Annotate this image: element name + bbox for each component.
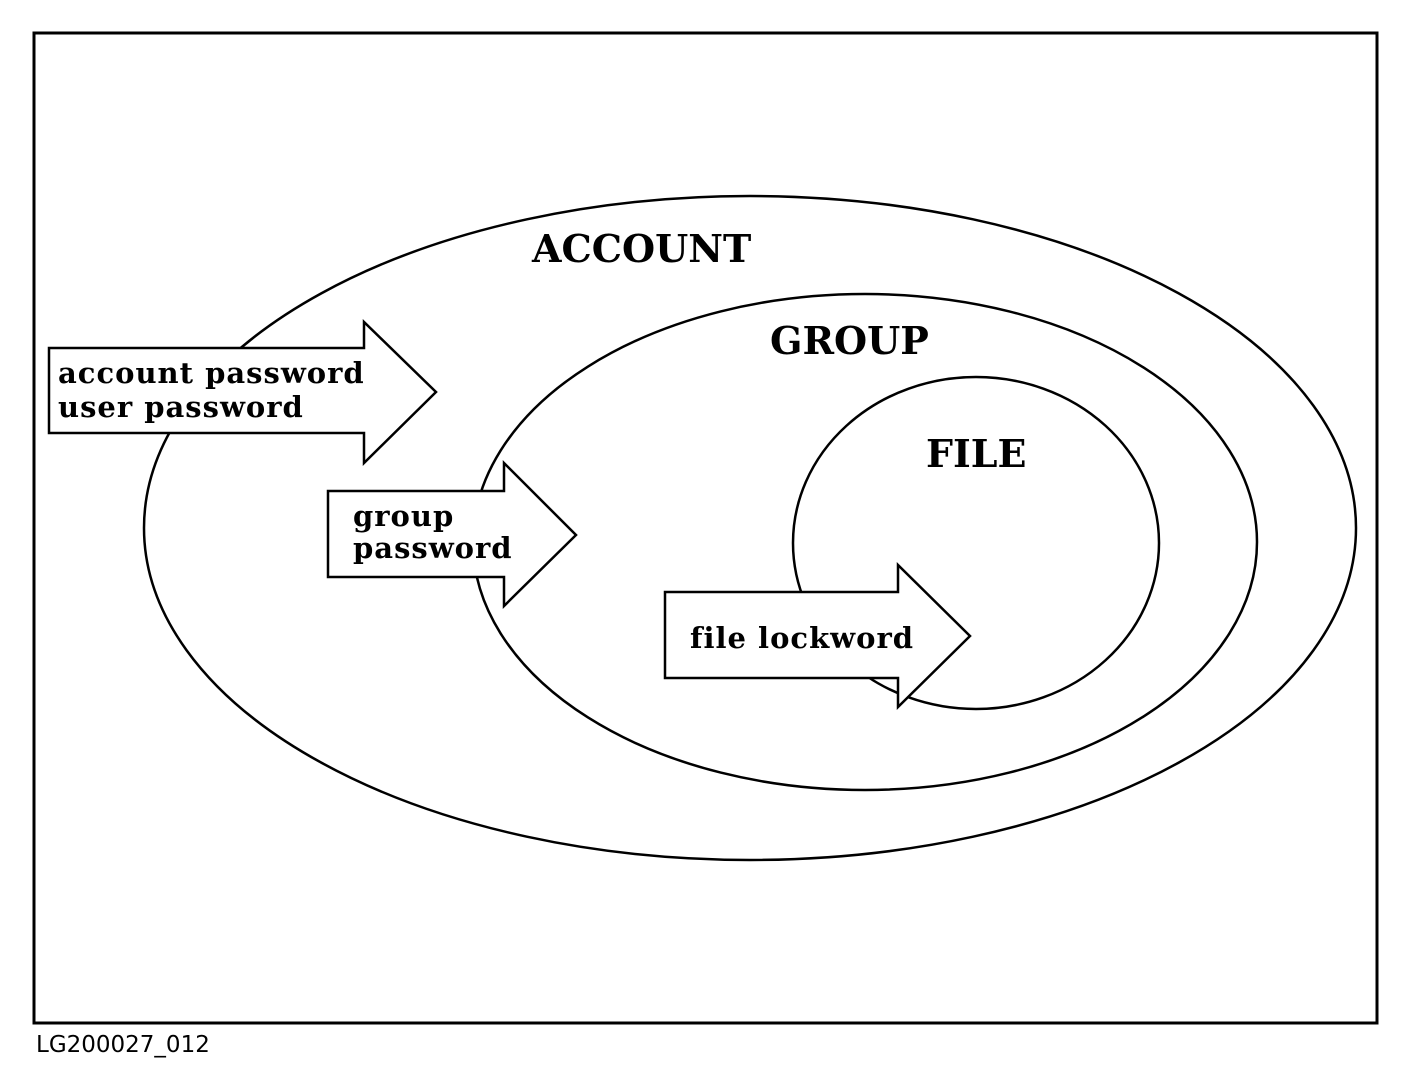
account-password-label: account password xyxy=(58,356,365,390)
account-password-arrow xyxy=(47,319,438,466)
group-label: GROUP xyxy=(770,318,929,363)
figure-id: LG200027_012 xyxy=(36,1032,210,1058)
group-label-line2: password xyxy=(353,531,513,565)
file-lockword-arrow xyxy=(663,562,972,710)
user-password-label: user password xyxy=(58,390,304,424)
account-label: ACCOUNT xyxy=(531,226,751,271)
group-label-line1: group xyxy=(353,499,454,533)
diagram-frame xyxy=(32,31,1379,1025)
file-lockword-label: file lockword xyxy=(690,621,914,655)
group-password-arrow xyxy=(326,459,578,609)
file-label: FILE xyxy=(926,431,1026,476)
